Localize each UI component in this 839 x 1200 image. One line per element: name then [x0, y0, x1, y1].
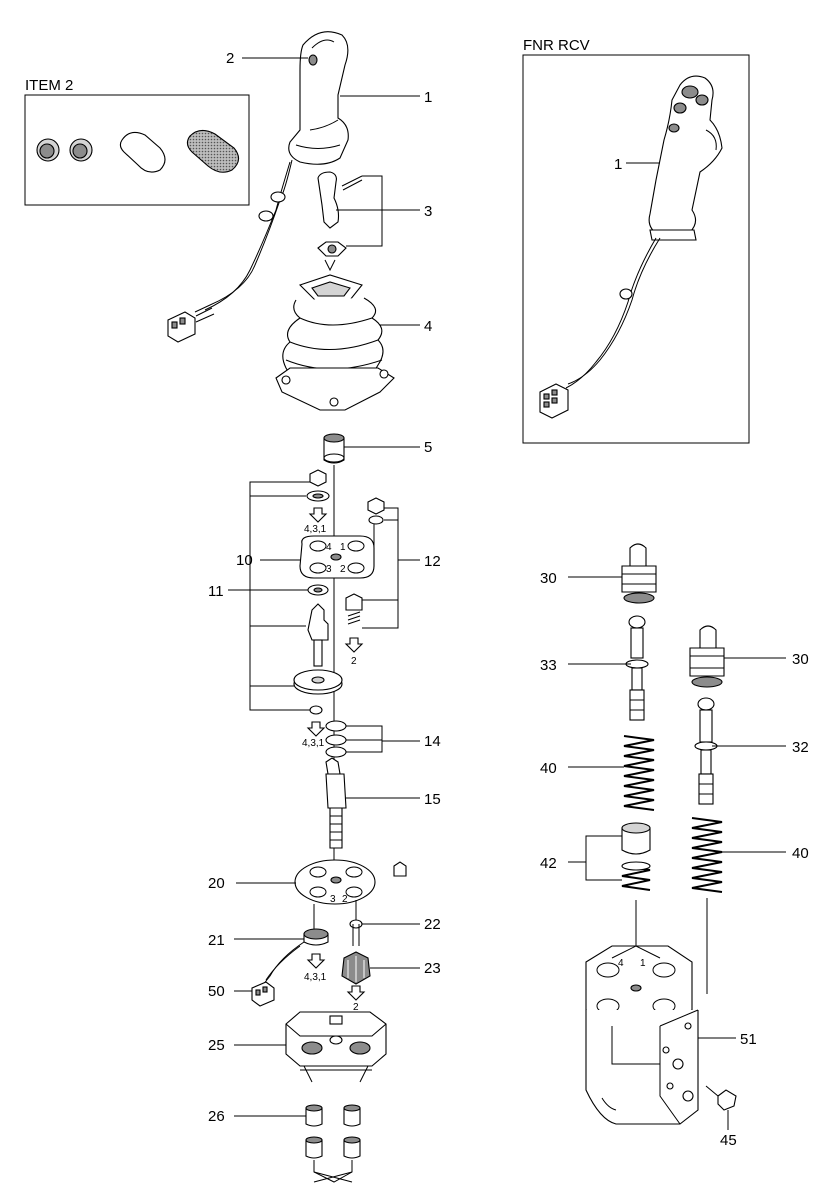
leader-lines-main [228, 57, 420, 1117]
callout-3: 3 [424, 203, 432, 220]
callout-20: 20 [208, 875, 225, 892]
leader-lines-right [568, 576, 786, 1039]
plate-a-port-2: 2 [340, 564, 346, 575]
plate-a-port-1: 1 [340, 542, 346, 553]
down-arrow-icon [346, 985, 366, 1001]
part-5-bushing [323, 433, 345, 464]
port-mark-c: 4,3,1 [302, 738, 325, 749]
callout-12: 12 [424, 553, 441, 570]
upper-plate-group: 4 1 3 2 [249, 469, 399, 715]
callout-40-right: 40 [792, 845, 809, 862]
down-arrow-icon [308, 507, 328, 523]
joystick-handle [167, 31, 349, 343]
plate-b-port-2: 2 [342, 894, 348, 905]
part-26-bushings [305, 1104, 361, 1183]
callout-11: 11 [208, 583, 224, 600]
down-arrow-icon [344, 637, 364, 653]
callout-25: 25 [208, 1037, 225, 1054]
lower-plate-group: 3 2 [251, 859, 407, 1007]
port-mark-d: 4,3,1 [304, 972, 327, 983]
item2-panel: ITEM 2 [24, 77, 250, 206]
callout-15: 15 [424, 791, 441, 808]
down-arrow-icon [306, 953, 326, 969]
body-port-1: 1 [640, 958, 646, 969]
callout-32: 32 [792, 739, 809, 756]
callout-50: 50 [208, 983, 225, 1000]
callout-14: 14 [424, 733, 441, 750]
callout-45: 45 [720, 1132, 737, 1149]
plate-a-port-4: 4 [326, 542, 332, 553]
connector-plug-icon [167, 307, 215, 343]
item2-title: ITEM 2 [25, 77, 73, 94]
callout-33: 33 [540, 657, 557, 674]
callout-10: 10 [236, 552, 253, 569]
part-3-pin-and-nut [317, 171, 363, 257]
callout-51: 51 [740, 1031, 757, 1048]
connector-plug-icon [539, 383, 569, 419]
callout-21: 21 [208, 932, 225, 949]
callout-4: 4 [424, 318, 432, 335]
callout-22: 22 [424, 916, 441, 933]
callout-40-left: 40 [540, 760, 557, 777]
part-51-valve-body: 4 1 3 2 [585, 945, 699, 1125]
part-4-rubber-boot [275, 259, 395, 411]
callout-fnr-1: 1 [614, 156, 622, 173]
callout-labels: 2 1 3 4 5 10 11 12 14 15 20 21 22 23 50 … [208, 50, 809, 1149]
callout-42: 42 [540, 855, 557, 872]
port-mark-e: 2 [353, 1002, 359, 1013]
lower-spool-group [325, 720, 383, 870]
callout-30-right: 30 [792, 651, 809, 668]
down-arrow-icon [306, 721, 326, 737]
callout-5: 5 [424, 439, 432, 456]
callout-26: 26 [208, 1108, 225, 1125]
fnr-rcv-panel: FNR RCV [522, 37, 750, 444]
part-25-cam-plate [285, 1011, 387, 1083]
callout-23: 23 [424, 960, 441, 977]
body-port-4: 4 [618, 958, 624, 969]
callout-2: 2 [226, 50, 234, 67]
port-mark-b: 2 [351, 656, 357, 667]
plate-b-port-3: 3 [330, 894, 336, 905]
connector-plug-icon [251, 981, 275, 1007]
port-mark-a: 4,3,1 [304, 524, 327, 535]
spring-right [691, 817, 723, 893]
plate-a-port-3: 3 [326, 564, 332, 575]
fnr-title: FNR RCV [523, 37, 590, 54]
callout-30-left: 30 [540, 570, 557, 587]
right-valve-assembly: 4 1 3 2 [585, 543, 737, 1130]
item2-button-caps [36, 129, 240, 173]
callout-1: 1 [424, 89, 432, 106]
spring-left [623, 735, 655, 811]
